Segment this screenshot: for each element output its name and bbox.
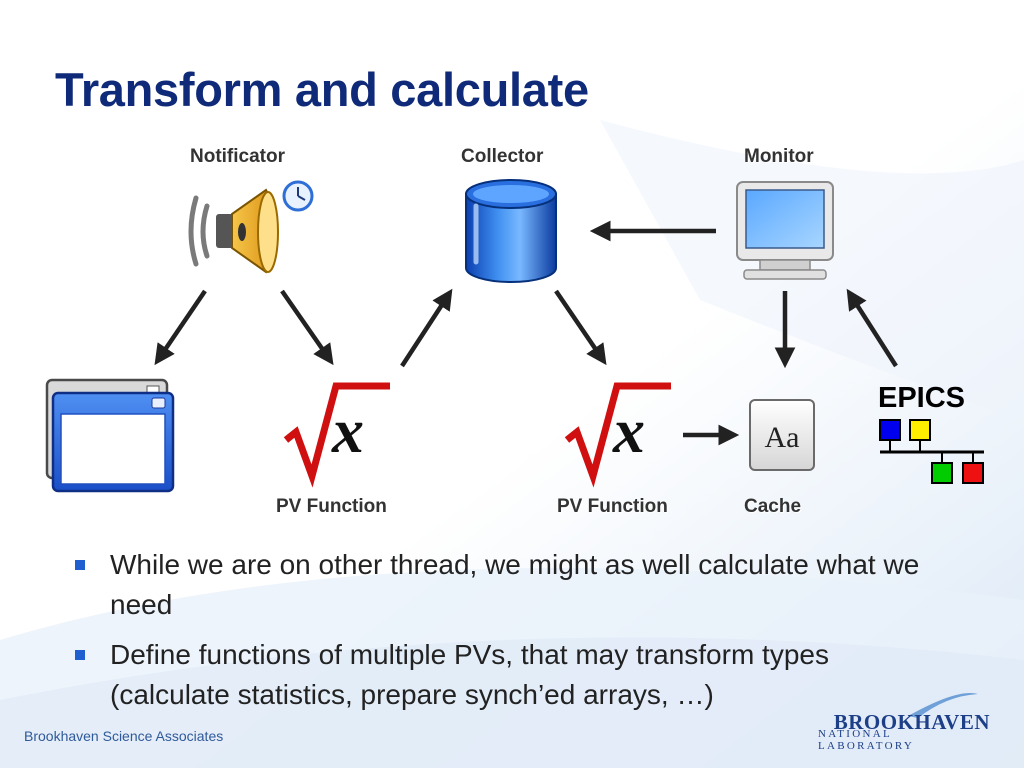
notificator-label: Notificator <box>190 146 285 167</box>
pv-function-2-label: PV Function <box>557 496 668 517</box>
window-icon <box>45 378 175 493</box>
pv-function-1-label: PV Function <box>276 496 387 517</box>
bullet-text: Define functions of multiple PVs, that m… <box>110 639 829 710</box>
svg-text:EPICS: EPICS <box>878 382 965 414</box>
logo-bottom-text: NATIONAL LABORATORY <box>818 728 915 752</box>
arrow-notificator-to-pv-function-1 <box>280 289 334 366</box>
svg-text:Aa: Aa <box>765 421 800 454</box>
arrow-collector-to-pv-function-2 <box>554 289 607 366</box>
cache-label: Cache <box>744 496 802 517</box>
footer-text: Brookhaven Science Associates <box>24 728 224 744</box>
speaker-icon <box>188 188 279 274</box>
bullet-text: While we are on other thread, we might a… <box>110 549 920 620</box>
svg-text:x: x <box>612 395 645 466</box>
collector-label: Collector <box>461 146 544 167</box>
slide-title: Transform and calculate <box>55 63 589 116</box>
arrow-epics-to-monitor <box>846 288 898 368</box>
sqrt-x-icon-1: x <box>283 382 390 488</box>
bullet-marker <box>75 560 85 570</box>
database-icon <box>465 179 557 283</box>
logo-swoosh <box>908 692 978 718</box>
clock-icon <box>282 180 314 212</box>
monitor-label: Monitor <box>744 146 814 167</box>
monitor-icon <box>736 181 834 280</box>
svg-text:x: x <box>331 395 364 466</box>
bullet-item: Define functions of multiple PVs, that m… <box>70 635 950 715</box>
arrow-notificator-to-window <box>154 289 207 366</box>
brookhaven-logo: BROOKHAVEN NATIONAL LABORATORY <box>818 686 1008 752</box>
arrow-pv-function-1-to-collector <box>400 288 453 368</box>
bullet-item: While we are on other thread, we might a… <box>70 545 950 625</box>
sqrt-x-icon-2: x <box>564 382 671 488</box>
bullet-list: While we are on other thread, we might a… <box>70 545 950 725</box>
epics-logo: EPICS <box>878 382 984 484</box>
font-icon: Aa <box>749 399 815 471</box>
bullet-marker <box>75 650 85 660</box>
logo-top-text: BROOKHAVEN <box>833 710 990 734</box>
